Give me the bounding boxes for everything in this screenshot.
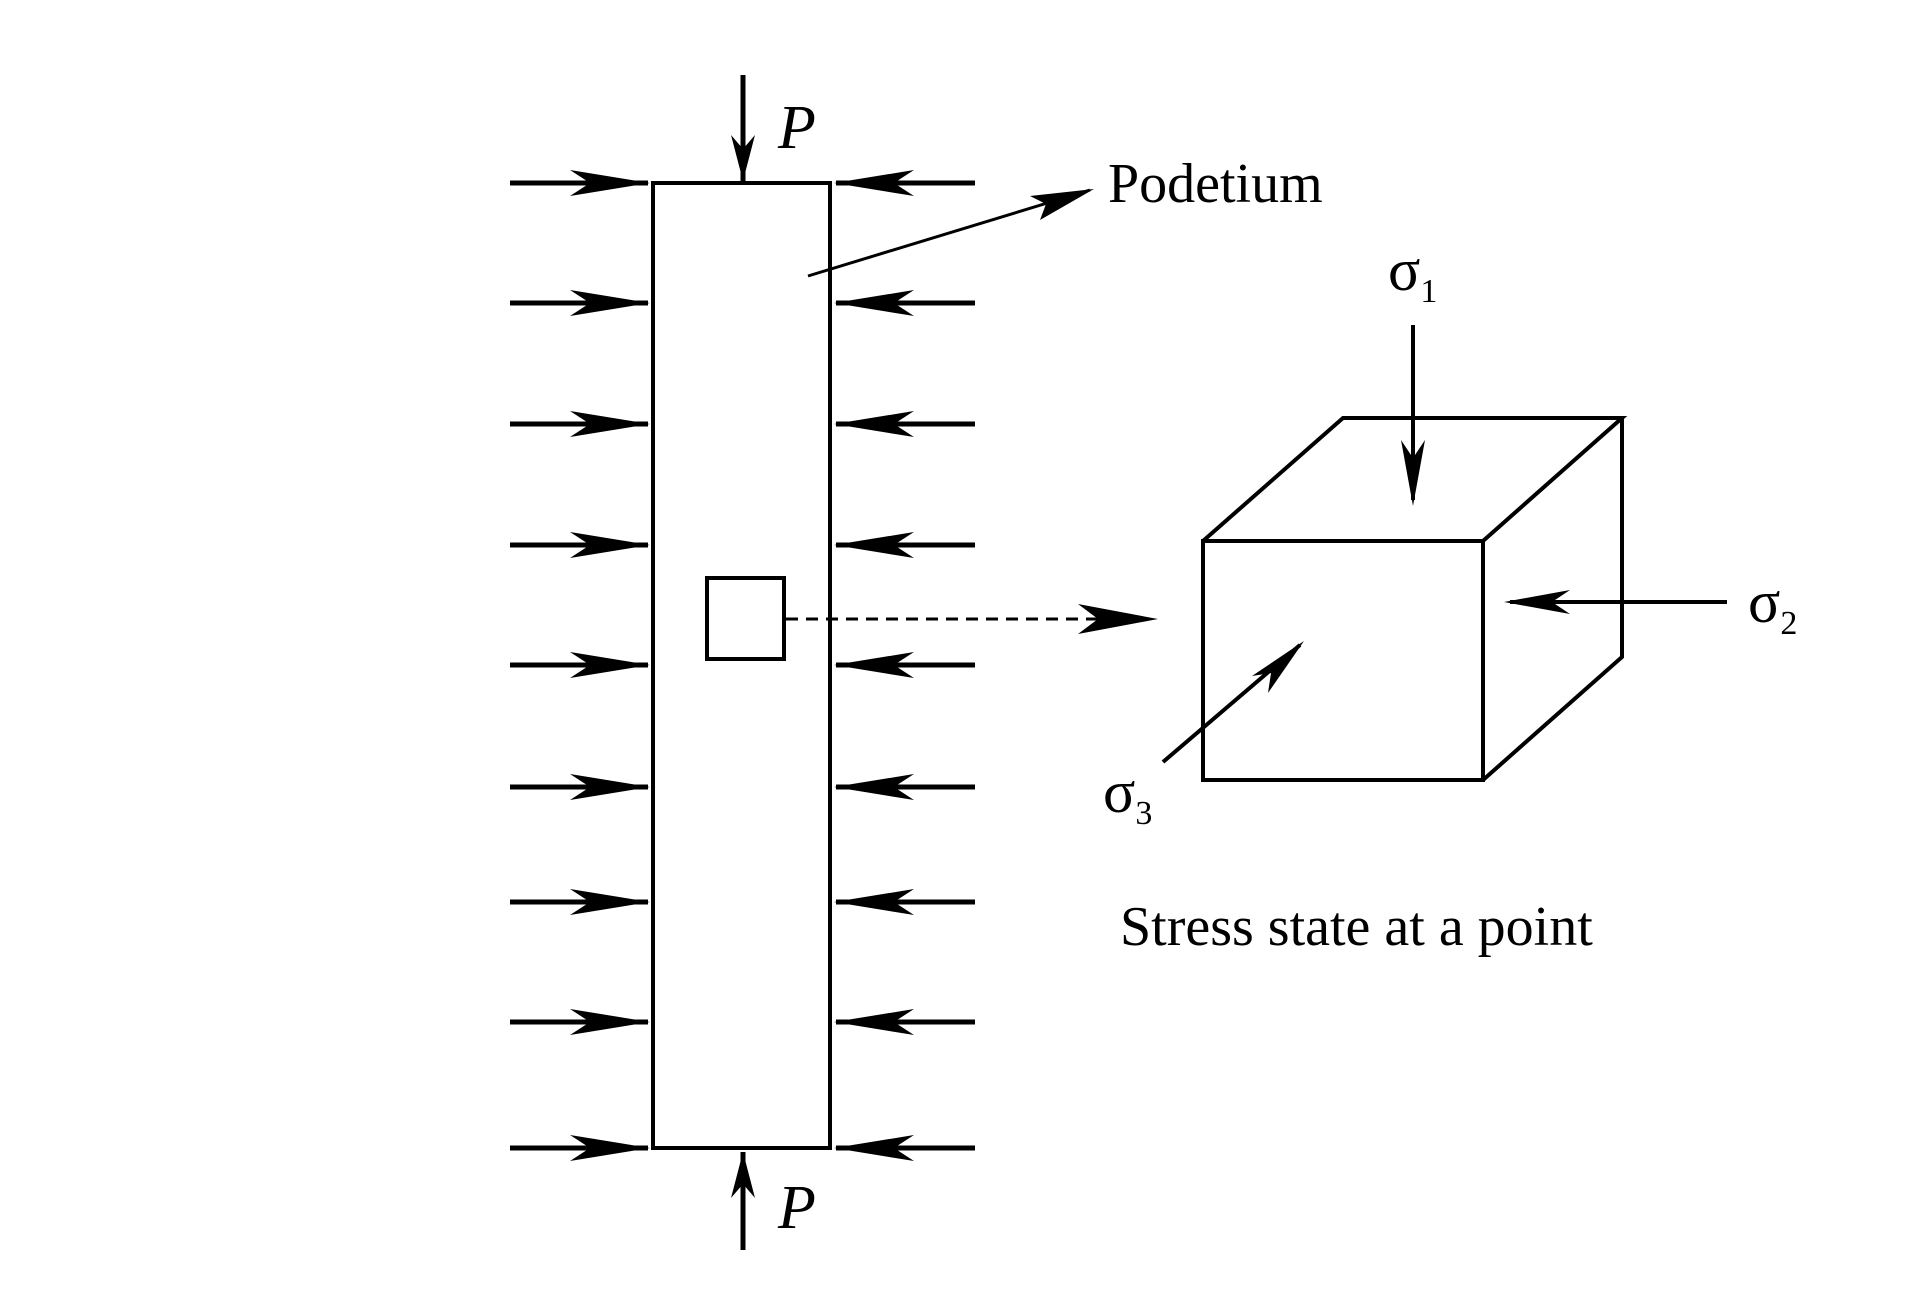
sigma3-subscript: 3 [1135, 795, 1152, 832]
right-confining-arrow [834, 652, 975, 678]
sigma1-arrow [1401, 325, 1425, 506]
element-square [705, 576, 786, 661]
left-confining-arrow [510, 290, 650, 316]
right-confining-arrow [834, 889, 975, 915]
sigma3-label: σ3 [1103, 759, 1152, 832]
sigma3-symbol: σ [1103, 759, 1135, 825]
right-confining-arrow [834, 411, 975, 437]
sigma2-arrow [1504, 590, 1727, 614]
left-confining-arrow [510, 170, 650, 196]
sigma1-label: σ1 [1388, 237, 1437, 310]
axial-load-bottom-arrow [731, 1152, 755, 1250]
right-confining-arrow [834, 290, 975, 316]
element-to-cube-connector [786, 604, 1158, 634]
right-confining-arrow [834, 774, 975, 800]
left-confining-arrow [510, 1009, 650, 1035]
podetium-leader-arrow [807, 188, 1094, 278]
left-confining-arrows [510, 170, 650, 1161]
left-confining-arrow [510, 889, 650, 915]
right-confining-arrow [834, 1135, 975, 1161]
sigma2-symbol: σ [1748, 569, 1780, 635]
right-confining-arrow [834, 170, 975, 196]
sigma1-symbol: σ [1388, 237, 1420, 303]
left-confining-arrow [510, 411, 650, 437]
sigma2-subscript: 2 [1780, 605, 1797, 642]
load-label-top: P [777, 94, 816, 162]
right-confining-arrow [834, 532, 975, 558]
stress-cube [1201, 416, 1628, 782]
podetium-column [651, 181, 832, 1150]
sigma3-arrow [1161, 641, 1304, 764]
stress-state-caption: Stress state at a point [1120, 896, 1593, 958]
axial-load-top-arrow [731, 75, 755, 181]
left-confining-arrow [510, 532, 650, 558]
sigma2-label: σ2 [1748, 569, 1797, 642]
left-confining-arrow [510, 1135, 650, 1161]
left-confining-arrow [510, 652, 650, 678]
podetium-label: Podetium [1108, 153, 1323, 215]
left-confining-arrow [510, 774, 650, 800]
load-label-bottom: P [777, 1174, 816, 1242]
sigma1-subscript: 1 [1420, 273, 1437, 310]
right-confining-arrow [834, 1009, 975, 1035]
right-confining-arrows [834, 170, 975, 1161]
